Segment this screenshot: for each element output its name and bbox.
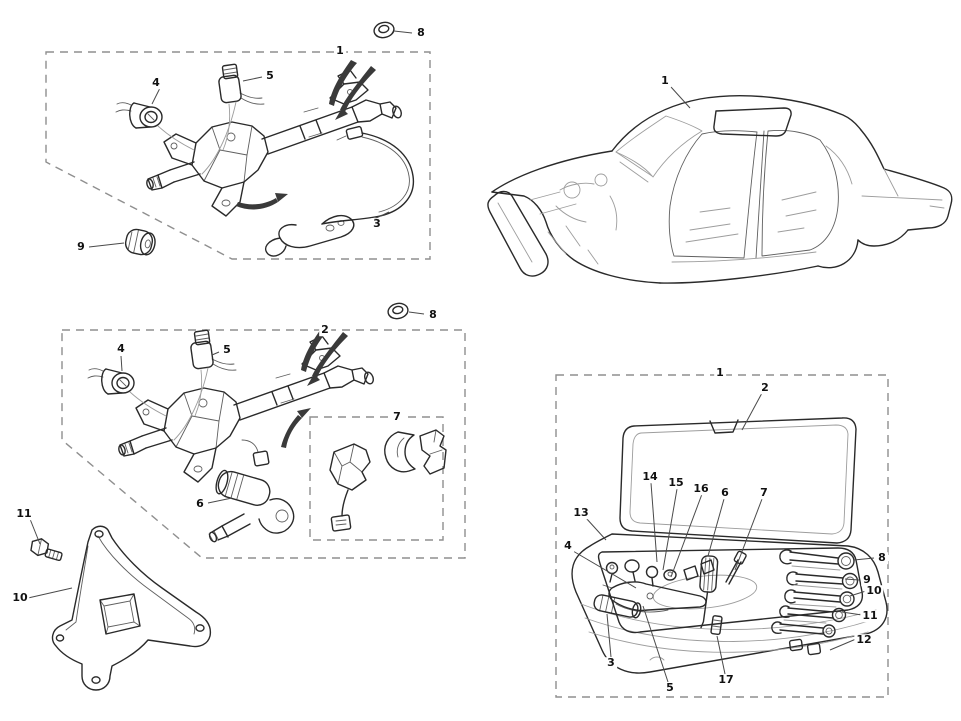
callout-lower-6: 6 [194,497,206,511]
callout-lower-2: 2 [319,323,331,337]
callout-kit-12: 12 [854,633,874,647]
panel-border-column-lower [61,329,466,559]
callout-kit-14: 14 [640,470,660,484]
callout-lower-7: 7 [391,410,403,424]
callout-kit-13: 13 [571,506,591,520]
callout-kit-5: 5 [664,681,676,695]
callout-upper-8: 8 [415,26,427,40]
callout-bracket-10: 10 [10,591,30,605]
callout-kit-9: 9 [861,573,873,587]
callout-upper-9: 9 [75,240,87,254]
panel-border-switch-sub [309,416,444,541]
callout-upper-3: 3 [371,217,383,231]
panel-borders [45,51,889,698]
callout-body-1: 1 [659,74,671,88]
callout-kit-17: 17 [716,673,736,687]
callout-upper-1: 1 [334,44,346,58]
callout-upper-5: 5 [264,69,276,83]
callout-bracket-11: 11 [14,507,34,521]
callout-kit-2: 2 [759,381,771,395]
callout-kit-1: 1 [714,366,726,380]
wrench-set-art [771,549,859,638]
callout-kit-11: 11 [860,609,880,623]
callout-kit-16: 16 [691,482,711,496]
callout-lower-5: 5 [221,343,233,357]
bracket-art [27,518,212,691]
callout-kit-6: 6 [719,486,731,500]
bolt-art [30,538,63,562]
barrel-spacer-art [124,228,156,256]
steering-column-upper-art [88,21,415,257]
callout-upper-4: 4 [150,76,162,90]
panel-border-column-upper [45,51,431,260]
callout-lower-4: 4 [115,342,127,356]
callout-kit-15: 15 [666,476,686,490]
callout-kit-10: 10 [864,584,884,598]
car-body-art [487,86,953,284]
steering-column-lower-art [87,302,447,543]
ignition-switch-art [329,429,447,532]
callout-lower-8: 8 [427,308,439,322]
callout-kit-3: 3 [605,656,617,670]
callout-kit-8: 8 [876,551,888,565]
panel-border-tool-kit [555,374,889,698]
callout-kit-7: 7 [758,486,770,500]
tool-kit-art [571,392,888,683]
column-motor-art [208,439,295,543]
callout-kit-4: 4 [562,539,574,553]
interlock-cable-art [264,125,415,257]
